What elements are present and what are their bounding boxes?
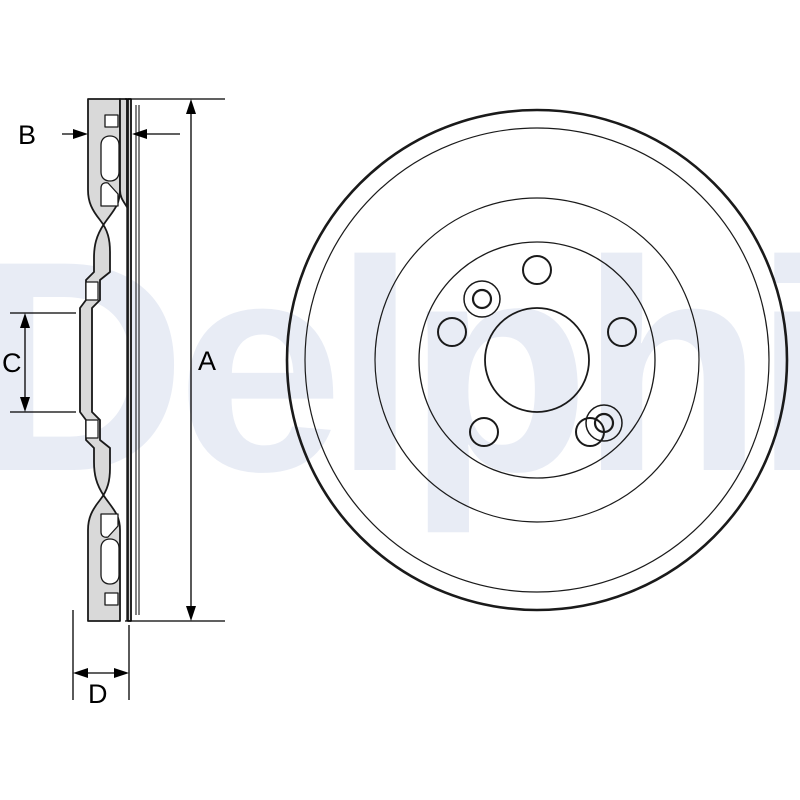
section-hat-slots-upper <box>85 281 99 301</box>
outer-disc-edge <box>285 108 789 612</box>
bolt-hole <box>607 317 637 347</box>
bolt-hole <box>437 317 467 347</box>
dimension-a <box>125 98 225 622</box>
guide-hole-inner-ring <box>471 288 493 310</box>
guide-hole-outer-ring <box>585 404 623 442</box>
bolt-hole-group <box>437 255 637 447</box>
dimension-b <box>62 129 180 139</box>
hat-outer <box>374 197 700 523</box>
dimension-b-arrow-right <box>132 129 147 139</box>
dimension-b-label: B <box>18 120 36 150</box>
hat-inner <box>418 241 656 479</box>
section-centre-web <box>79 308 93 412</box>
bolt-hole <box>522 255 552 285</box>
friction-ring-inner <box>304 127 770 593</box>
dimension-a-arrow-top <box>186 99 196 114</box>
watermark-delphi: Delphi <box>0 198 800 536</box>
dimension-a-label: A <box>198 346 216 376</box>
dimension-d-label: D <box>88 679 108 709</box>
section-hat-slots-lower <box>85 419 99 439</box>
face-view <box>285 108 789 612</box>
guide-hole-group <box>463 280 623 442</box>
dimension-a-arrow-bottom <box>186 606 196 621</box>
bolt-hole <box>469 417 499 447</box>
dimension-d <box>72 610 130 700</box>
dimension-c-arrow-top <box>20 313 30 328</box>
dimension-d-arrow-left <box>73 668 88 678</box>
section-right-rails <box>126 99 140 621</box>
section-top-friction-block <box>119 98 128 208</box>
section-vent-voids-top <box>100 114 120 207</box>
guide-hole-inner-ring <box>593 412 615 434</box>
dimension-b-arrow-left <box>73 129 88 139</box>
dimension-c-label: C <box>2 348 22 378</box>
dimension-c <box>10 312 76 413</box>
dimension-c-arrow-bottom <box>20 397 30 412</box>
section-vent-voids-bottom <box>100 513 120 606</box>
centre-bore <box>484 307 590 413</box>
guide-hole-outer-ring <box>463 280 501 318</box>
dimension-d-arrow-right <box>114 668 129 678</box>
watermark-text: Delphi <box>0 198 800 536</box>
